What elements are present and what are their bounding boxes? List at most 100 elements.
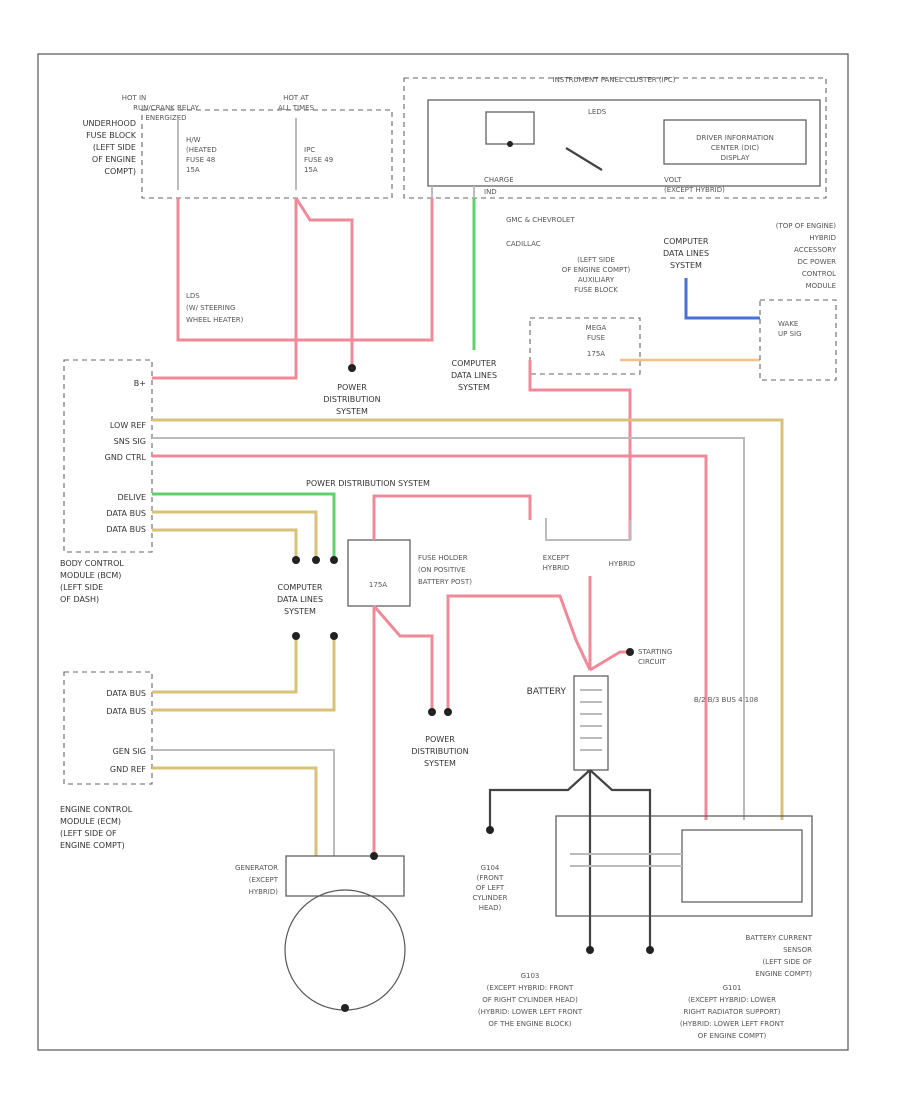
dic-label-1: DRIVER INFORMATION [696, 134, 774, 142]
bcm-pin-sns-sig: SNS SIG [114, 437, 146, 446]
gen-sig-wire [152, 749, 335, 856]
fuse-block-title-3: (LEFT SIDE [93, 143, 136, 152]
fuse2-label-1: IPC [304, 146, 315, 154]
aux-label-4: FUSE BLOCK [574, 286, 618, 294]
gnd-ref-wire [152, 766, 318, 856]
battery-label: BATTERY [527, 687, 567, 697]
ecm-label-4: ENGINE COMPT) [60, 841, 125, 850]
bcm-pin-data-bus-2: DATA BUS [106, 525, 146, 534]
underhood-fuse-block: HOT IN RUN/CRANK RELAY ENERGIZED HOT AT … [83, 94, 393, 199]
dic-label-2: CENTER (DIC) [711, 144, 759, 152]
except-hybrid-2: HYBRID [543, 564, 570, 572]
battery-ground-g104 [488, 769, 591, 830]
hybrid-data-wire [684, 278, 760, 320]
gmc-label: GMC & CHEVROLET [506, 216, 575, 224]
bcm-label-3: (LEFT SIDE [60, 583, 103, 592]
comp-data-mid-1: COMPUTER [664, 237, 709, 246]
fuse1-label-1: H/W [186, 136, 201, 144]
sensor-label-3: (LEFT SIDE OF [762, 958, 812, 966]
g103-label-1: G103 [521, 972, 540, 980]
power-dist-node-1 [348, 364, 356, 372]
g101-label-5: OF ENGINE COMPT) [698, 1032, 767, 1040]
acc-label-1: (TOP OF ENGINE) [776, 222, 837, 230]
dic-label-3: DISPLAY [721, 154, 750, 162]
engine-control-module: DATA BUS DATA BUS GEN SIG GND REF ENGINE… [60, 671, 153, 850]
ecm-data-bus-wire-1 [152, 636, 298, 694]
instrument-panel-cluster: INSTRUMENT PANEL CLUSTER (IPC) LEDS DRIV… [403, 76, 827, 199]
hot-run-label-1: HOT IN [122, 94, 147, 102]
generator: GENERATOR (EXCEPT HYBRID) [235, 855, 406, 1012]
generator-label-2: (EXCEPT [249, 876, 279, 884]
power-dist-2: POWER DISTRIBUTION SYSTEM [306, 479, 430, 488]
starting-label-2: CIRCUIT [638, 658, 667, 666]
mega-label-3: 175A [587, 350, 605, 358]
comp-data-mid-2: DATA LINES [663, 249, 709, 258]
steering-label-3: WHEEL HEATER) [186, 316, 244, 324]
power-dist-1-line1: POWER [337, 383, 367, 392]
sensor-label-1: BATTERY CURRENT [746, 934, 813, 942]
ipc-leds-label: LEDS [588, 108, 607, 116]
fuse-holder-wire-a [372, 605, 434, 712]
fuse-block-title-2: FUSE BLOCK [86, 131, 137, 140]
ecm-label-2: MODULE (ECM) [60, 817, 121, 826]
comp-data-bcm-1: COMPUTER [278, 583, 323, 592]
g103-label-3: OF RIGHT CYLINDER HEAD) [482, 996, 578, 1004]
g104-label-1: G104 [481, 864, 500, 872]
fuse-block-title-5: COMPT) [104, 167, 136, 176]
ecm-pin-gnd-ref: GND REF [110, 765, 147, 774]
body-control-module: B+ LOW REF SNS SIG GND CTRL DELIVE DATA … [60, 359, 153, 604]
ipc-fuse-wire [294, 197, 354, 368]
g101-label-3: RIGHT RADIATOR SUPPORT) [684, 1008, 781, 1016]
g104-label-3: OF LEFT [476, 884, 505, 892]
ipc-except-hybrid: (EXCEPT HYBRID) [664, 186, 725, 194]
hot-run-label-2: RUN/CRANK RELAY [133, 104, 199, 112]
g101-label-4: (HYBRID: LOWER LEFT FRONT [680, 1020, 785, 1028]
mega-label-1: MEGA [586, 324, 607, 332]
acc-label-4: DC POWER [798, 258, 837, 266]
bcm-data-bus-wire-2 [152, 528, 298, 560]
power-dist-1-line3: SYSTEM [336, 407, 368, 416]
comp-data-top-1: COMPUTER [452, 359, 497, 368]
fuse-holder-label-2: (ON POSITIVE [418, 566, 466, 574]
ecm-label-1: ENGINE CONTROL [60, 805, 133, 814]
battery: BATTERY [527, 675, 609, 771]
g104-label-2: (FRONT [477, 874, 504, 882]
fuse-block-title-4: OF ENGINE [92, 155, 136, 164]
fuse1-label-4: 15A [186, 166, 200, 174]
wake-label-1: WAKE [778, 320, 798, 328]
fuse-block-title-1: UNDERHOOD [83, 119, 136, 128]
power-dist-1-line2: DISTRIBUTION [323, 395, 380, 404]
battery-current-sensor: BATTERY CURRENT SENSOR (LEFT SIDE OF ENG… [555, 815, 813, 978]
sensor-label-4: ENGINE COMPT) [755, 970, 812, 978]
bcm-battery-wire [152, 198, 298, 380]
steering-label-2: (W/ STEERING [186, 304, 235, 312]
sensor-note: B/2 B/3 BUS 4 108 [694, 696, 758, 704]
comp-data-bcm-2: DATA LINES [277, 595, 323, 604]
ipc-title: INSTRUMENT PANEL CLUSTER (IPC) [553, 76, 676, 84]
ecm-label-3: (LEFT SIDE OF [60, 829, 117, 838]
low-ref-wire [152, 418, 784, 820]
mega-fuse-wire [528, 360, 632, 540]
fuse2-label-3: 15A [304, 166, 318, 174]
bcm-pin-gnd-ctrl: GND CTRL [105, 453, 147, 462]
hot-all-label-2: ALL TIMES [278, 104, 315, 112]
cadillac-label: CADILLAC [506, 240, 541, 248]
sensor-label-2: SENSOR [783, 946, 812, 954]
mega-label-2: FUSE [587, 334, 605, 342]
ipc-volt-label: VOLT [664, 176, 682, 184]
fuse-holder: 175A FUSE HOLDER (ON POSITIVE BATTERY PO… [347, 539, 472, 607]
gnd-ctrl-wire [152, 454, 708, 820]
hybrid-accessory-module: (TOP OF ENGINE) HYBRID ACCESSORY DC POWE… [759, 222, 837, 381]
steering-heater-wire [176, 198, 434, 342]
ecm-data-bus-wire-2 [152, 636, 336, 712]
starting-label-1: STARTING [638, 648, 672, 656]
starting-wire [589, 650, 630, 672]
bcm-label-1: BODY CONTROL [60, 559, 124, 568]
g103-label-4: (HYBRID: LOWER LEFT FRONT [478, 1008, 583, 1016]
auxiliary-fuse-block: (LEFT SIDE OF ENGINE COMPT) AUXILIARY FU… [529, 256, 641, 375]
power-dist-2-wire [372, 494, 532, 540]
g103-label-5: OF THE ENGINE BLOCK) [488, 1020, 571, 1028]
hot-all-label-1: HOT AT [283, 94, 310, 102]
ecm-pin-gen-sig: GEN SIG [113, 747, 146, 756]
battery-ground-g101 [589, 769, 652, 950]
